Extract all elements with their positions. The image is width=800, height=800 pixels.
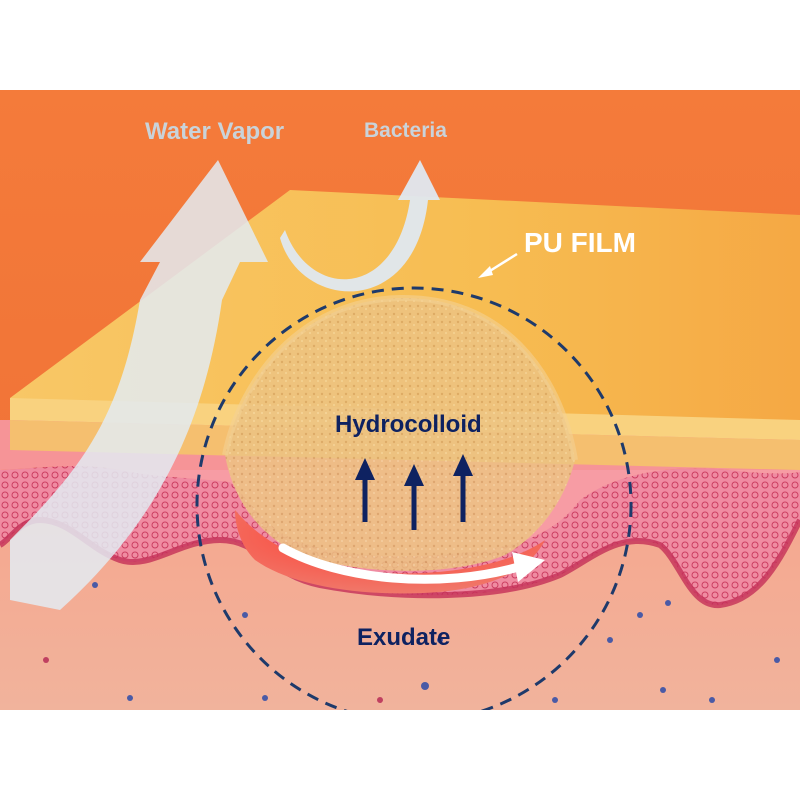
hydrocolloid-pad-shade <box>222 294 578 461</box>
pu-film-pointer <box>478 252 518 278</box>
dermis-cells <box>43 582 780 703</box>
water-vapor-arrow <box>10 160 268 610</box>
bottom-margin <box>0 710 800 800</box>
water-vapor-label: Water Vapor <box>145 118 284 145</box>
hydrocolloid-pad <box>225 297 575 571</box>
exudate-arrow <box>278 543 545 584</box>
hydrocolloid-label: Hydrocolloid <box>335 411 482 438</box>
bacteria-label: Bacteria <box>364 119 447 142</box>
bacteria-arrow <box>280 160 440 292</box>
absorption-arrows <box>355 454 473 530</box>
pu-film-label: PU FILM <box>524 227 636 258</box>
exudate-label: Exudate <box>357 624 450 651</box>
epidermis-layer <box>0 465 800 606</box>
top-margin <box>0 0 800 90</box>
